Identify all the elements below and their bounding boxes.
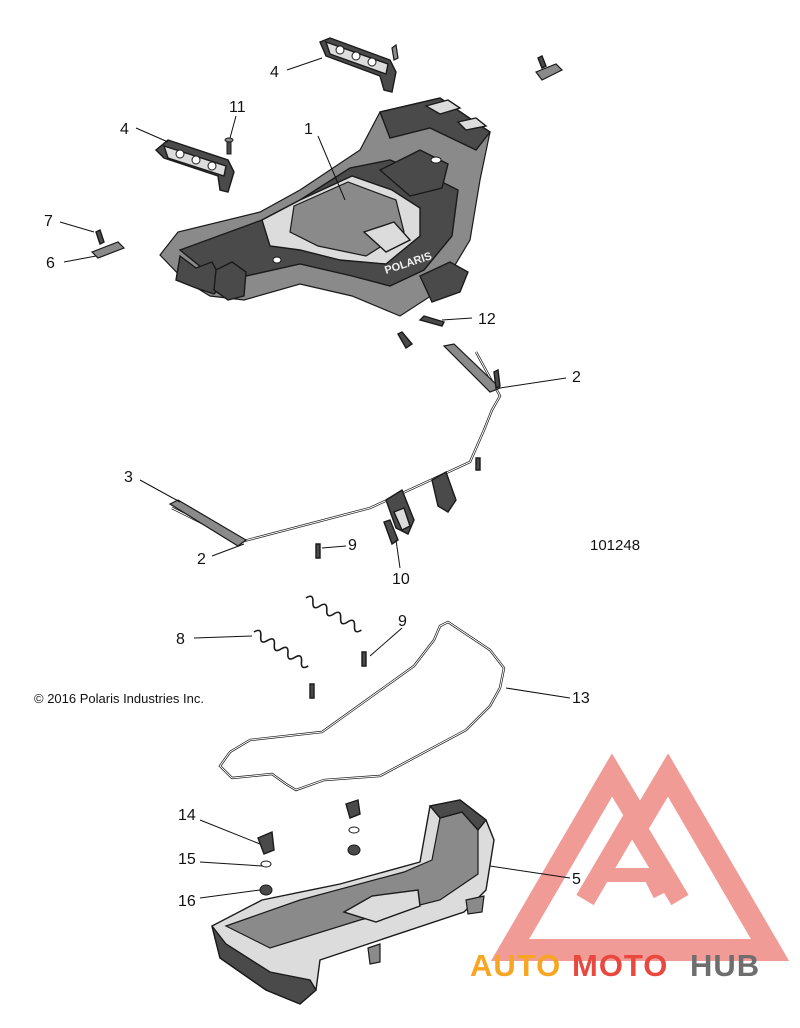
callout-10: 10 xyxy=(392,571,410,588)
callout-9-upper: 9 xyxy=(348,537,357,554)
callout-15: 15 xyxy=(178,851,196,868)
watermark-wordmark: AUTO MOTO HUB xyxy=(470,948,760,983)
callout-4-top: 4 xyxy=(270,64,279,81)
nut-16 xyxy=(259,844,361,896)
latch-14 xyxy=(257,799,361,855)
drawing-number: 101248 xyxy=(590,537,640,554)
seat-frame-rod xyxy=(168,343,502,559)
copyright-notice: © 2016 Polaris Industries Inc. xyxy=(34,691,204,706)
callout-4-left: 4 xyxy=(120,121,129,138)
callout-3: 3 xyxy=(124,469,133,486)
callout-5: 5 xyxy=(572,871,581,888)
hex-key-12 xyxy=(397,315,445,349)
callout-6: 6 xyxy=(46,255,55,272)
watermark-word-auto: AUTO xyxy=(470,948,561,983)
callout-14: 14 xyxy=(178,807,196,824)
bolts-9 xyxy=(309,651,367,699)
spring-8 xyxy=(253,629,309,669)
watermark-logo-triangle xyxy=(490,753,790,961)
seat-bracket-left xyxy=(154,139,235,193)
latch-clip-top-right xyxy=(535,55,564,81)
leader-lines xyxy=(59,57,571,899)
watermark-word-hub: HUB xyxy=(690,948,760,983)
callout-8: 8 xyxy=(176,631,185,648)
spring-upper xyxy=(305,595,362,633)
callout-2-right: 2 xyxy=(572,369,581,386)
latch-clip-6 xyxy=(90,241,126,259)
watermark-word-moto: MOTO xyxy=(572,948,668,983)
seat-base-cover: POLARIS xyxy=(159,97,492,317)
screw-7 xyxy=(95,229,105,245)
washer-15 xyxy=(260,826,360,868)
callout-9-lower: 9 xyxy=(398,613,407,630)
callout-13: 13 xyxy=(572,690,590,707)
seal-13 xyxy=(218,620,506,792)
callout-12: 12 xyxy=(478,311,496,328)
callout-1: 1 xyxy=(304,121,313,138)
seat-bracket-right xyxy=(319,37,399,93)
callout-11: 11 xyxy=(229,99,246,116)
screw-11 xyxy=(224,137,234,155)
callout-7: 7 xyxy=(44,213,53,230)
callout-2-left: 2 xyxy=(197,551,206,568)
callout-16: 16 xyxy=(178,893,196,910)
storage-tub-5 xyxy=(211,799,495,1005)
